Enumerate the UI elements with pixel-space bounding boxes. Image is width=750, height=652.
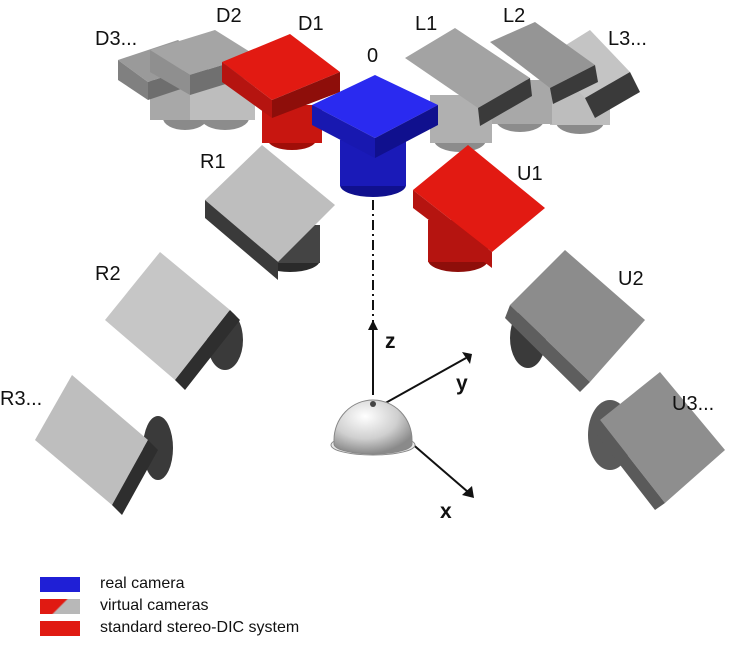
axis-x-label: x (440, 500, 452, 523)
axis-z-label: z (385, 330, 396, 353)
camera-real-0 (312, 75, 438, 197)
legend: real camera virtual cameras standard ste… (40, 573, 299, 639)
label-l1: L1 (415, 13, 437, 35)
label-l3: L3... (608, 28, 647, 50)
legend-label-stereo: standard stereo-DIC system (100, 619, 300, 636)
label-r3: R3... (0, 388, 42, 410)
axis-y-label: y (456, 372, 468, 395)
camera-arrangement-diagram: z y x D3... D2 D1 0 L1 L2 L3... R1 U1 R2… (0, 5, 725, 523)
legend-item-stereo: standard stereo-DIC system (40, 617, 299, 639)
label-d1: D1 (298, 13, 324, 35)
legend-label-virtual: virtual cameras (100, 597, 209, 614)
label-l2: L2 (503, 5, 525, 27)
label-u3: U3... (672, 393, 714, 415)
camera-u3 (588, 372, 725, 510)
real-camera-swatch (40, 576, 80, 592)
camera-r2 (105, 252, 243, 390)
label-d3: D3... (95, 28, 137, 50)
camera-u1 (413, 145, 545, 272)
legend-item-real: real camera (40, 573, 299, 595)
label-u2: U2 (618, 268, 644, 290)
camera-l1 (405, 28, 532, 152)
camera-r1 (205, 145, 335, 280)
label-u1: U1 (517, 163, 543, 185)
label-r2: R2 (95, 263, 121, 285)
stereo-dic-swatch (40, 620, 80, 636)
specimen-dome (330, 399, 416, 456)
label-real-0: 0 (367, 45, 378, 67)
label-d2: D2 (216, 5, 242, 27)
legend-item-virtual: virtual cameras (40, 595, 299, 617)
camera-u2 (505, 250, 645, 392)
virtual-cameras-swatch (40, 598, 80, 614)
camera-r3 (35, 375, 173, 515)
label-r1: R1 (200, 151, 226, 173)
legend-label-real: real camera (100, 575, 185, 592)
camera-d1 (222, 34, 340, 150)
